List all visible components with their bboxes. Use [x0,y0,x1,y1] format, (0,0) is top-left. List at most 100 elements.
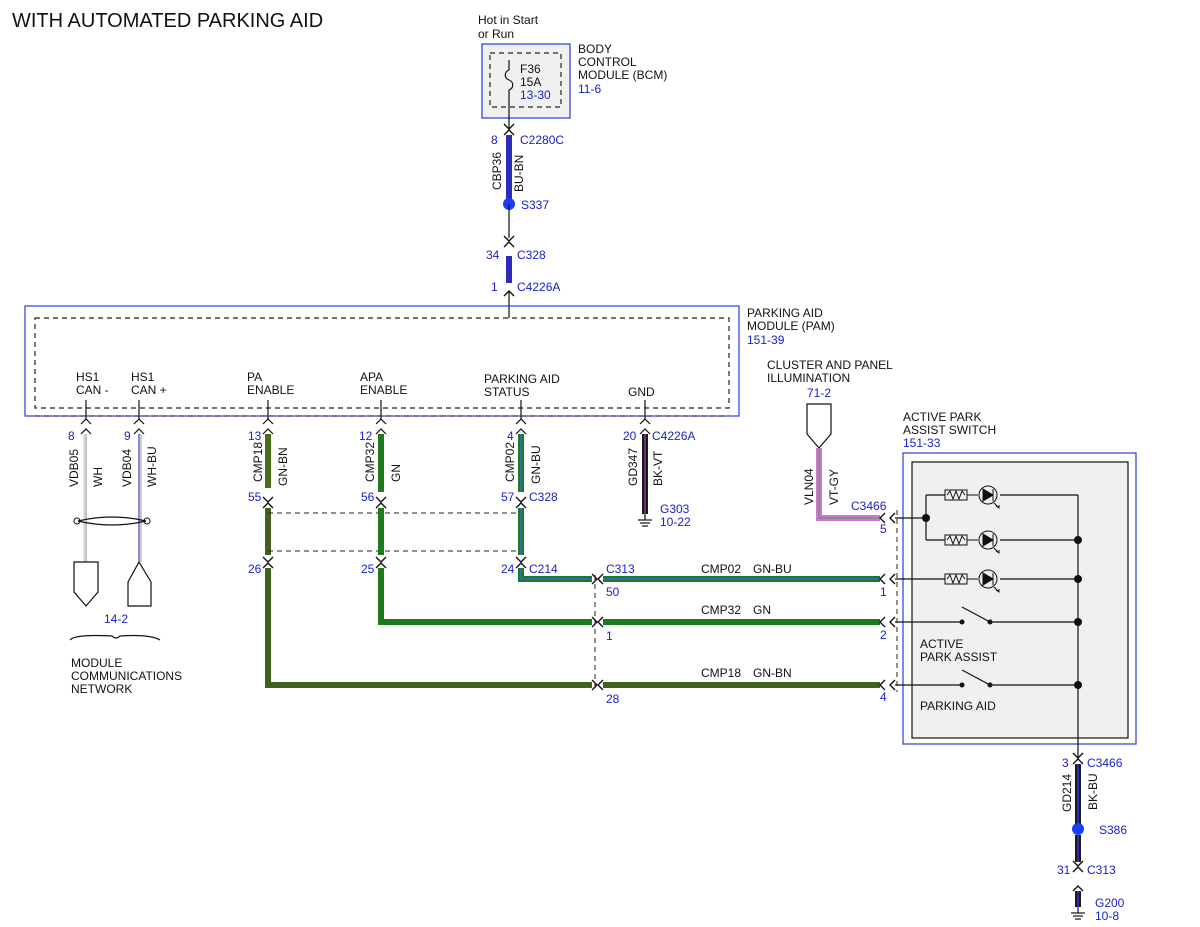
c3466-illum-connector: C3466 [851,499,887,513]
c4226a-upper-pin: 1 [491,280,498,294]
c313-pa-pin: 28 [606,692,620,706]
cluster-ref: 71-2 [807,386,831,400]
c313-apa-pin: 1 [606,629,613,643]
switch-apa-label-line2: PARK ASSIST [920,650,998,664]
run-status-color: GN-BU [753,562,792,576]
splice-s337-label: S337 [521,198,549,212]
wire-cmp18-color: GN-BN [276,447,290,486]
wire-cbp36-color: BU-BN [512,155,526,192]
network-ref: 14-2 [104,612,128,626]
pam-box [24,305,740,417]
switch-name-line1: ACTIVE PARK [903,410,981,424]
wire-cmp02-color: GN-BU [529,445,543,484]
pam-pin-apa-l1: APA [360,370,383,384]
c328-upper-connector: C328 [517,248,546,262]
pam-pin-can-plus-l1: HS1 [131,370,155,384]
wire-gd214-color: BK-BU [1086,773,1100,810]
switch-pin-apa: 2 [880,628,887,642]
pam-pin-gnd-l1: GND [628,385,655,399]
can-minus-pin: 8 [68,429,75,443]
wire-vdb04-circuit: VDB04 [120,449,134,487]
pam-pin-pa-l1: PA [247,370,262,384]
run-status-circuit: CMP02 [701,562,741,576]
apa-enable-pin: 12 [359,429,373,443]
c4226a-upper-connector: C4226A [517,280,560,294]
ground-g303-icon [638,514,652,527]
cluster-label-line2: ILLUMINATION [767,371,850,385]
apa-c328-pin: 56 [361,490,375,504]
bcm-name-line2: CONTROL [578,55,637,69]
network-label-line3: NETWORK [71,682,132,696]
pa-c328-pin: 55 [248,490,262,504]
wire-cbp36-circuit: CBP36 [490,152,504,190]
fuse-ref: 13-30 [520,88,551,102]
gnd-pin: 20 [623,429,637,443]
wire-cmp32-circuit: CMP32 [363,442,377,482]
status-c214-pin: 24 [501,562,515,576]
c313-ground-pin: 31 [1057,863,1071,877]
c3466-ground-pin: 3 [1062,756,1069,770]
led-icon [967,485,1000,593]
can-plus-pin: 9 [124,429,131,443]
wire-cmp32-color: GN [389,464,403,482]
ground-g200-label: G200 [1095,896,1125,910]
wire-vln04-circuit: VLN04 [802,468,816,505]
pam-pin-can-plus-l2: CAN + [131,383,167,397]
diagram-title: WITH AUTOMATED PARKING AID [12,10,323,32]
twisted-pair-icon [77,516,147,526]
wire-vln04-color: VT-GY [827,469,841,505]
switch-apa-label-line1: ACTIVE [920,637,963,651]
c4226a-lower-connector: C4226A [652,429,695,443]
status-c328-pin: 57 [501,490,515,504]
fuse-rating: 15A [520,75,541,89]
run-apa-color: GN [753,603,771,617]
bcm-name-line1: BODY [578,42,612,56]
bcm-ref: 11-6 [578,82,601,96]
pam-pin-pa-l2: ENABLE [247,383,294,397]
wire-gd347-color: BK-VT [651,450,665,486]
c2280c-pin: 8 [491,133,498,147]
pam-name-line2: MODULE (PAM) [747,319,835,333]
wire-gd347-circuit: GD347 [626,448,640,486]
pa-c214-pin: 26 [248,562,262,576]
c313-ground-connector: C313 [1087,863,1116,877]
wire-cmp18-circuit: CMP18 [251,442,265,482]
run-pa-circuit: CMP18 [701,666,741,680]
power-source-line2: or Run [478,27,514,41]
wire-vdb05-circuit: VDB05 [67,449,81,487]
ground-g303-ref: 10-22 [660,515,691,529]
c328-lower-connector: C328 [529,490,558,504]
c214-connector: C214 [529,562,558,576]
brace-icon [69,634,161,641]
pam-pin-status-l1: PARKING AID [484,372,560,386]
wire-cmp18-lower [265,568,592,688]
c313-connector: C313 [606,562,635,576]
pa-enable-pin: 13 [248,429,262,443]
switch-name-line2: ASSIST SWITCH [903,423,996,437]
pam-pin-can-minus-l2: CAN - [76,383,109,397]
wire-vdb04-color: WH-BU [145,446,159,487]
c3466-ground-connector: C3466 [1087,756,1123,770]
wire-cmp32-lower [378,568,592,625]
pam-pin-status-l2: STATUS [484,385,530,399]
bcm-box [482,44,570,118]
status-pin: 4 [507,429,514,443]
network-arrow-icon [127,560,152,607]
run-apa-circuit: CMP32 [701,603,741,617]
c313-status-pin: 50 [606,585,620,599]
switch-box [902,452,1137,745]
splice-s386 [1072,823,1084,835]
cluster-arrow-icon [806,403,832,449]
pam-name-line1: PARKING AID [747,306,823,320]
power-source-line1: Hot in Start [478,13,539,27]
pam-ref: 151-39 [747,333,785,347]
c328-upper-pin: 34 [486,248,500,262]
wire-gd214-circuit: GD214 [1060,774,1074,812]
pam-pin-can-minus-l1: HS1 [76,370,100,384]
run-pa-color: GN-BN [753,666,792,680]
switch-pin-pa: 4 [880,690,887,704]
fuse-id: F36 [520,62,541,76]
wire-vdb05-color: WH [91,467,105,487]
switch-pa-label: PARKING AID [920,699,996,713]
